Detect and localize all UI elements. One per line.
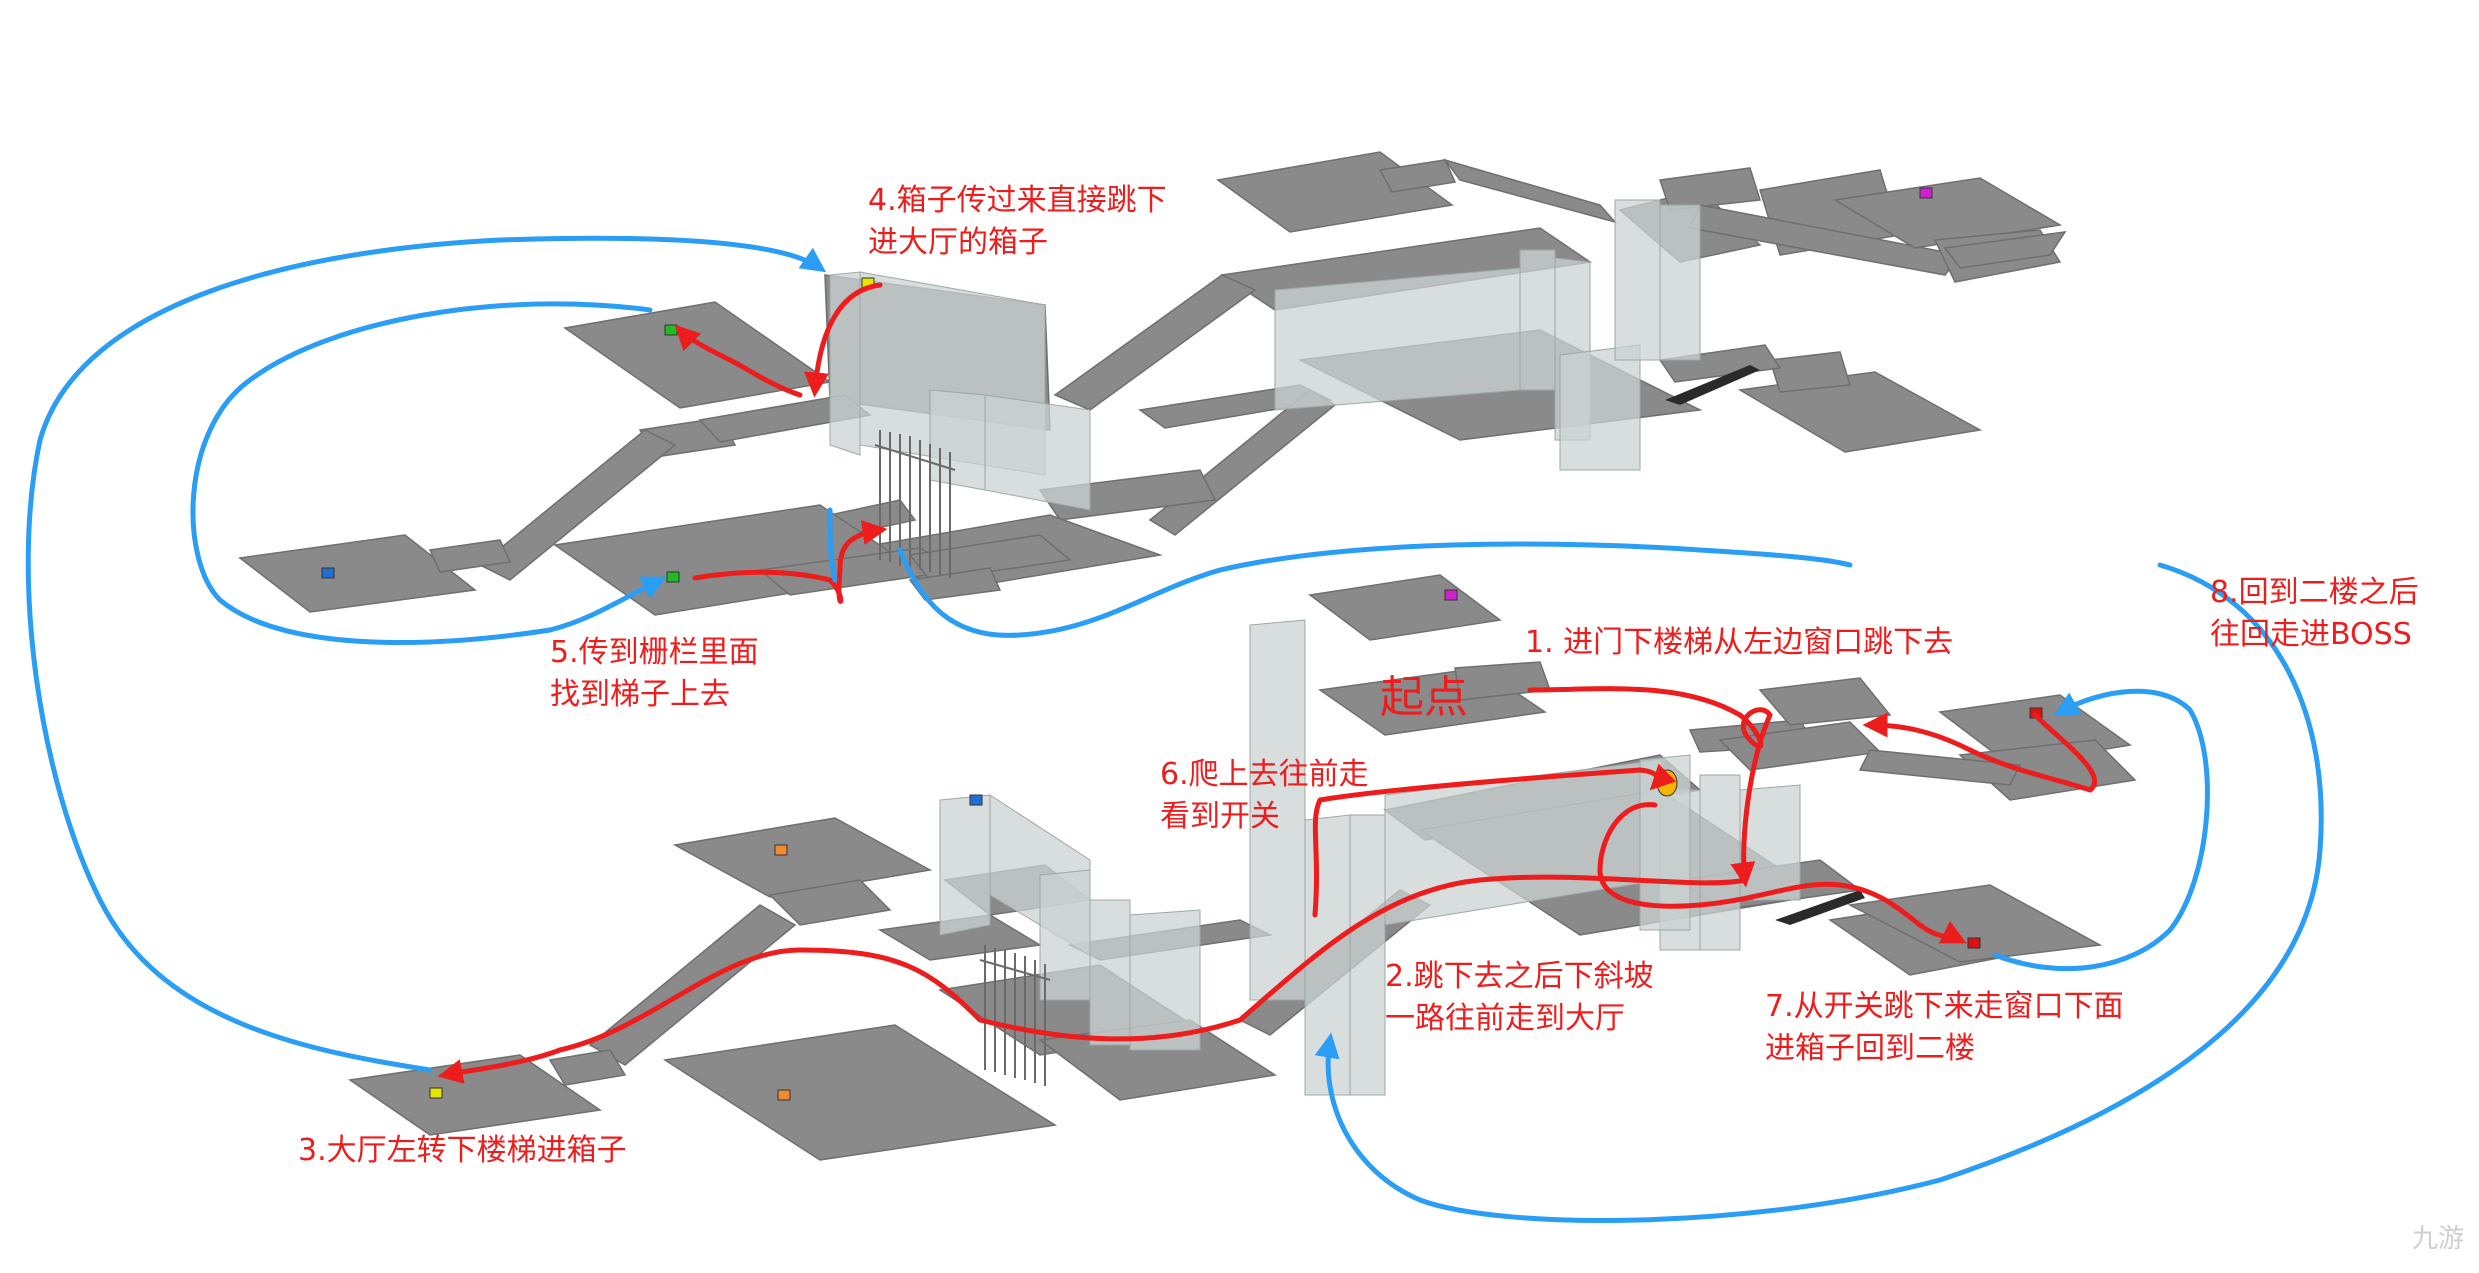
box-magenta-icon bbox=[1444, 589, 1458, 601]
route-step7 bbox=[1597, 802, 1967, 944]
wall-panel bbox=[939, 794, 991, 936]
wall-panel bbox=[1614, 199, 1661, 361]
route-step4b bbox=[674, 324, 803, 398]
floor-tile bbox=[768, 879, 892, 926]
label-step7-line2: 进箱子回到二楼 bbox=[1765, 1031, 1975, 1066]
label-start: 起点 bbox=[1380, 672, 1468, 723]
box-red-icon bbox=[1967, 937, 1981, 949]
box-blue-icon bbox=[969, 794, 983, 806]
route-step8 bbox=[1862, 712, 2098, 793]
label-step2-line2: 一路往前走到大厅 bbox=[1385, 1001, 1625, 1036]
fence bbox=[979, 945, 1051, 1086]
box-magenta-icon bbox=[1919, 187, 1933, 199]
wall-panel bbox=[1639, 754, 1691, 931]
wall-panel bbox=[1274, 267, 1521, 411]
wall-panel bbox=[1559, 344, 1641, 471]
label-step4-line1: 4.箱子传过来直接跳下 bbox=[868, 183, 1167, 218]
floor-tile bbox=[478, 429, 677, 581]
wall-panel bbox=[829, 271, 861, 456]
box-orange-icon bbox=[777, 1089, 791, 1101]
floor-tile bbox=[238, 534, 477, 613]
floor-tile bbox=[1832, 177, 2063, 249]
label-step5-line1: 5.传到栅栏里面 bbox=[550, 635, 759, 670]
return-path-ladder bbox=[827, 507, 838, 583]
switch-icon bbox=[1656, 769, 1678, 797]
label-step3: 3.大厅左转下楼梯进箱子 bbox=[298, 1133, 627, 1168]
label-step1: 1. 进门下楼梯从左边窗口跳下去 bbox=[1525, 625, 1954, 660]
label-step6-line2: 看到开关 bbox=[1160, 799, 1280, 834]
label-step7-line1: 7.从开关跳下来走窗口下面 bbox=[1765, 989, 2124, 1024]
wall-panel bbox=[1089, 899, 1131, 1046]
floor-tile bbox=[1847, 884, 2103, 963]
floor-tile bbox=[548, 1049, 627, 1086]
floor-tile bbox=[1053, 274, 1257, 411]
floor-tile bbox=[1758, 677, 1892, 726]
floor-tile bbox=[1308, 574, 1502, 641]
watermark: 九游 bbox=[2412, 1224, 2465, 1254]
route-step6 bbox=[1312, 763, 1677, 918]
floor-tile bbox=[672, 817, 933, 898]
wall-panel bbox=[984, 394, 1091, 511]
slope bbox=[1775, 890, 1865, 925]
floor-tile bbox=[1658, 344, 1782, 383]
floor-tile bbox=[1454, 661, 1552, 701]
route-step4 bbox=[804, 282, 883, 398]
label-step5-line2: 找到梯子上去 bbox=[550, 677, 730, 712]
floor-tile bbox=[1443, 158, 1618, 224]
route-step2 bbox=[437, 874, 1748, 1084]
label-step6-line1: 6.爬上去往前走 bbox=[1160, 757, 1369, 792]
return-path-inner bbox=[190, 301, 667, 645]
wall-panel bbox=[1129, 909, 1201, 1051]
floor-tile bbox=[1737, 371, 1983, 453]
box-green-icon bbox=[664, 324, 678, 336]
return-path-left bbox=[25, 235, 827, 1073]
wall-panel bbox=[929, 389, 986, 491]
label-step2-line1: 2.跳下去之后下斜坡 bbox=[1385, 959, 1654, 994]
route-step5 bbox=[692, 520, 888, 604]
box-green-icon bbox=[666, 571, 680, 583]
box-blue-icon bbox=[321, 567, 335, 579]
red-route bbox=[437, 282, 2098, 1084]
box-yellow-icon bbox=[429, 1087, 443, 1099]
return-path-outer bbox=[1314, 562, 2324, 1223]
wall-panel bbox=[1039, 869, 1091, 1001]
wall-panel bbox=[1699, 774, 1741, 951]
return-path-center bbox=[897, 541, 1853, 638]
floor-tile bbox=[1769, 351, 1851, 393]
floor-tile bbox=[428, 539, 512, 573]
wall-panel bbox=[1659, 204, 1701, 361]
box-orange-icon bbox=[774, 844, 788, 856]
route-step1 bbox=[1527, 686, 1773, 888]
wall-panel bbox=[1349, 814, 1386, 1096]
blue-paths bbox=[25, 235, 2324, 1223]
label-step4-line2: 进大厅的箱子 bbox=[868, 225, 1048, 260]
floor-tile bbox=[1943, 231, 2067, 269]
slope bbox=[1665, 365, 1760, 405]
floor-tile bbox=[662, 1024, 1058, 1161]
return-path-right bbox=[1992, 688, 2210, 972]
label-step8-line2: 往回走进BOSS bbox=[2210, 617, 2412, 652]
floor-tile bbox=[1659, 167, 1761, 211]
floor-tile bbox=[1858, 749, 2022, 786]
wall-panel bbox=[1519, 249, 1556, 391]
label-step8-line1: 8.回到二楼之后 bbox=[2210, 575, 2419, 610]
floor-tile bbox=[1378, 159, 1457, 193]
